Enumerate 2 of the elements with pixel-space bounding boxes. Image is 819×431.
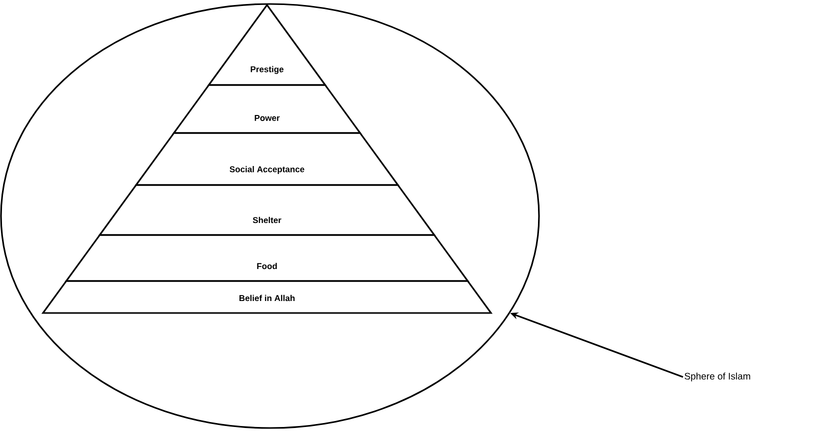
sphere-ellipse xyxy=(0,3,540,429)
label-text: Sphere of Islam xyxy=(684,372,750,382)
